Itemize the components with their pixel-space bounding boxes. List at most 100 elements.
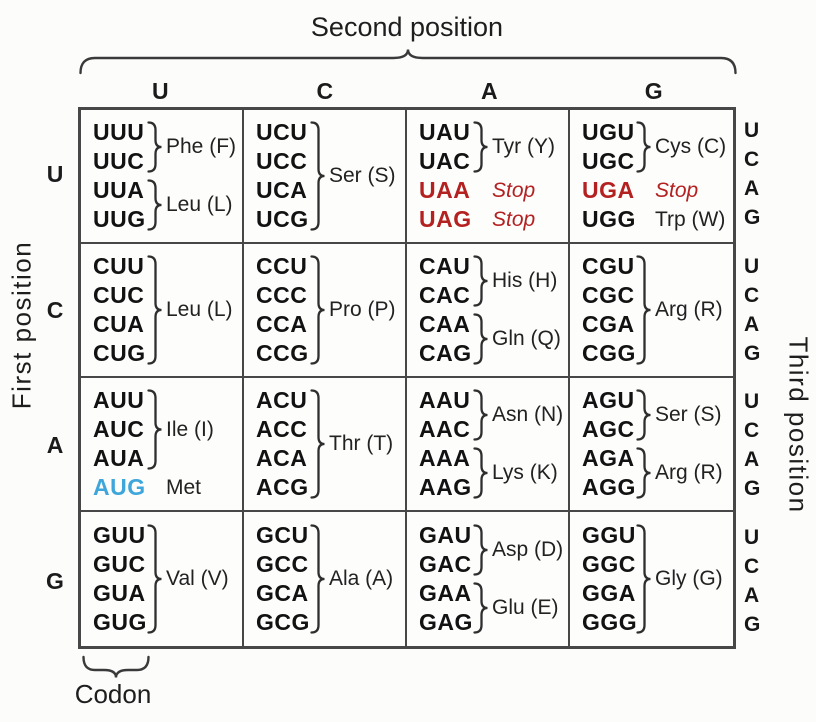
codon-GAC: GAC [419, 551, 472, 577]
codon-CGC: CGC [582, 282, 635, 308]
codon-group-brace-icon [473, 582, 488, 634]
codon-CGU: CGU [582, 253, 635, 279]
codon-GUU: GUU [93, 522, 146, 548]
codon-group: UAA Stop [419, 176, 566, 205]
amino-acid-label: Thr (T) [329, 432, 394, 455]
codon-AAU: AAU [419, 387, 471, 413]
codon-UGU: UGU [582, 119, 635, 145]
third-position-letter: G [744, 612, 761, 636]
codon-CAU: CAU [419, 253, 471, 279]
amino-acid-label: Leu (L) [166, 298, 233, 321]
first-position-letters: U C A G [38, 107, 72, 649]
codon-group-brace-icon [473, 389, 488, 441]
codon-column: UAA [419, 176, 471, 205]
amino-acid-label: Gly (G) [655, 567, 723, 590]
codon-AUU: AUU [93, 387, 145, 413]
codon-GGA: GGA [582, 580, 636, 606]
codon-column: AUG [93, 473, 145, 502]
codon-group-brace-icon [636, 121, 651, 173]
codon-ACC: ACC [256, 416, 308, 442]
codon-CCU: CCU [256, 253, 308, 279]
amino-acid-label: Trp (W) [655, 207, 726, 231]
codon-UCC: UCC [256, 148, 308, 174]
third-position-letter: A [744, 177, 760, 201]
second-position-title: Second position [310, 12, 504, 42]
amino-acid-label: Lys (K) [492, 461, 558, 484]
codon-group-brace-icon [310, 255, 325, 365]
codon-group-brace-icon [636, 524, 651, 634]
codon-label: Codon [74, 679, 152, 709]
codon-GCC: GCC [256, 551, 309, 577]
codon-group-brace-icon [147, 524, 162, 634]
amino-acid-label: Tyr (Y) [492, 135, 555, 158]
amino-acid-label: Cys (C) [655, 135, 727, 158]
amino-acid-label: Stop [492, 178, 536, 202]
amino-acid-label: Gln (Q) [492, 327, 561, 350]
second-position-headers: U C A G [78, 76, 736, 106]
codon-AAA: AAA [419, 445, 471, 471]
codon-CCC: CCC [256, 282, 308, 308]
codon-GUG: GUG [93, 609, 147, 635]
codon-column: UGU UGC [582, 118, 634, 176]
codon-CUC: CUC [93, 282, 145, 308]
amino-acid-label: Stop [655, 178, 699, 202]
codon-GAA: GAA [419, 580, 472, 606]
first-position-letter: U [46, 161, 64, 188]
third-position-letter: A [744, 583, 760, 607]
codon-column: GAU GAC [419, 521, 471, 579]
codon-UUC: UUC [93, 148, 145, 174]
first-position-letter: A [46, 432, 64, 459]
codon-ACA: ACA [256, 445, 308, 471]
codon-group-brace-icon [636, 389, 651, 441]
third-position-letter: G [744, 341, 761, 365]
codon-brace-icon [82, 655, 150, 678]
codon-GUA: GUA [93, 580, 146, 606]
amino-acid-label: Asn (N) [492, 403, 564, 426]
codon-group: AUG Met [93, 473, 240, 502]
codon-group-brace-icon [147, 179, 162, 231]
amino-acid-label: Met [166, 475, 202, 499]
second-position-letter: G [644, 78, 663, 104]
codon-CAG: CAG [419, 340, 472, 366]
second-position-brace-icon [79, 49, 737, 75]
amino-acid-label: His (H) [492, 269, 558, 292]
amino-acid-label: Pro (P) [329, 298, 396, 321]
codon-GAU: GAU [419, 522, 472, 548]
codon-UAU: UAU [419, 119, 471, 145]
amino-acid-label: Phe (F) [166, 135, 237, 158]
codon-AGC: AGC [582, 416, 635, 442]
codon-UUG: UUG [93, 206, 146, 232]
third-position-letter: C [744, 283, 760, 307]
codon-UGC: UGC [582, 148, 635, 174]
codon-GCG: GCG [256, 609, 310, 635]
